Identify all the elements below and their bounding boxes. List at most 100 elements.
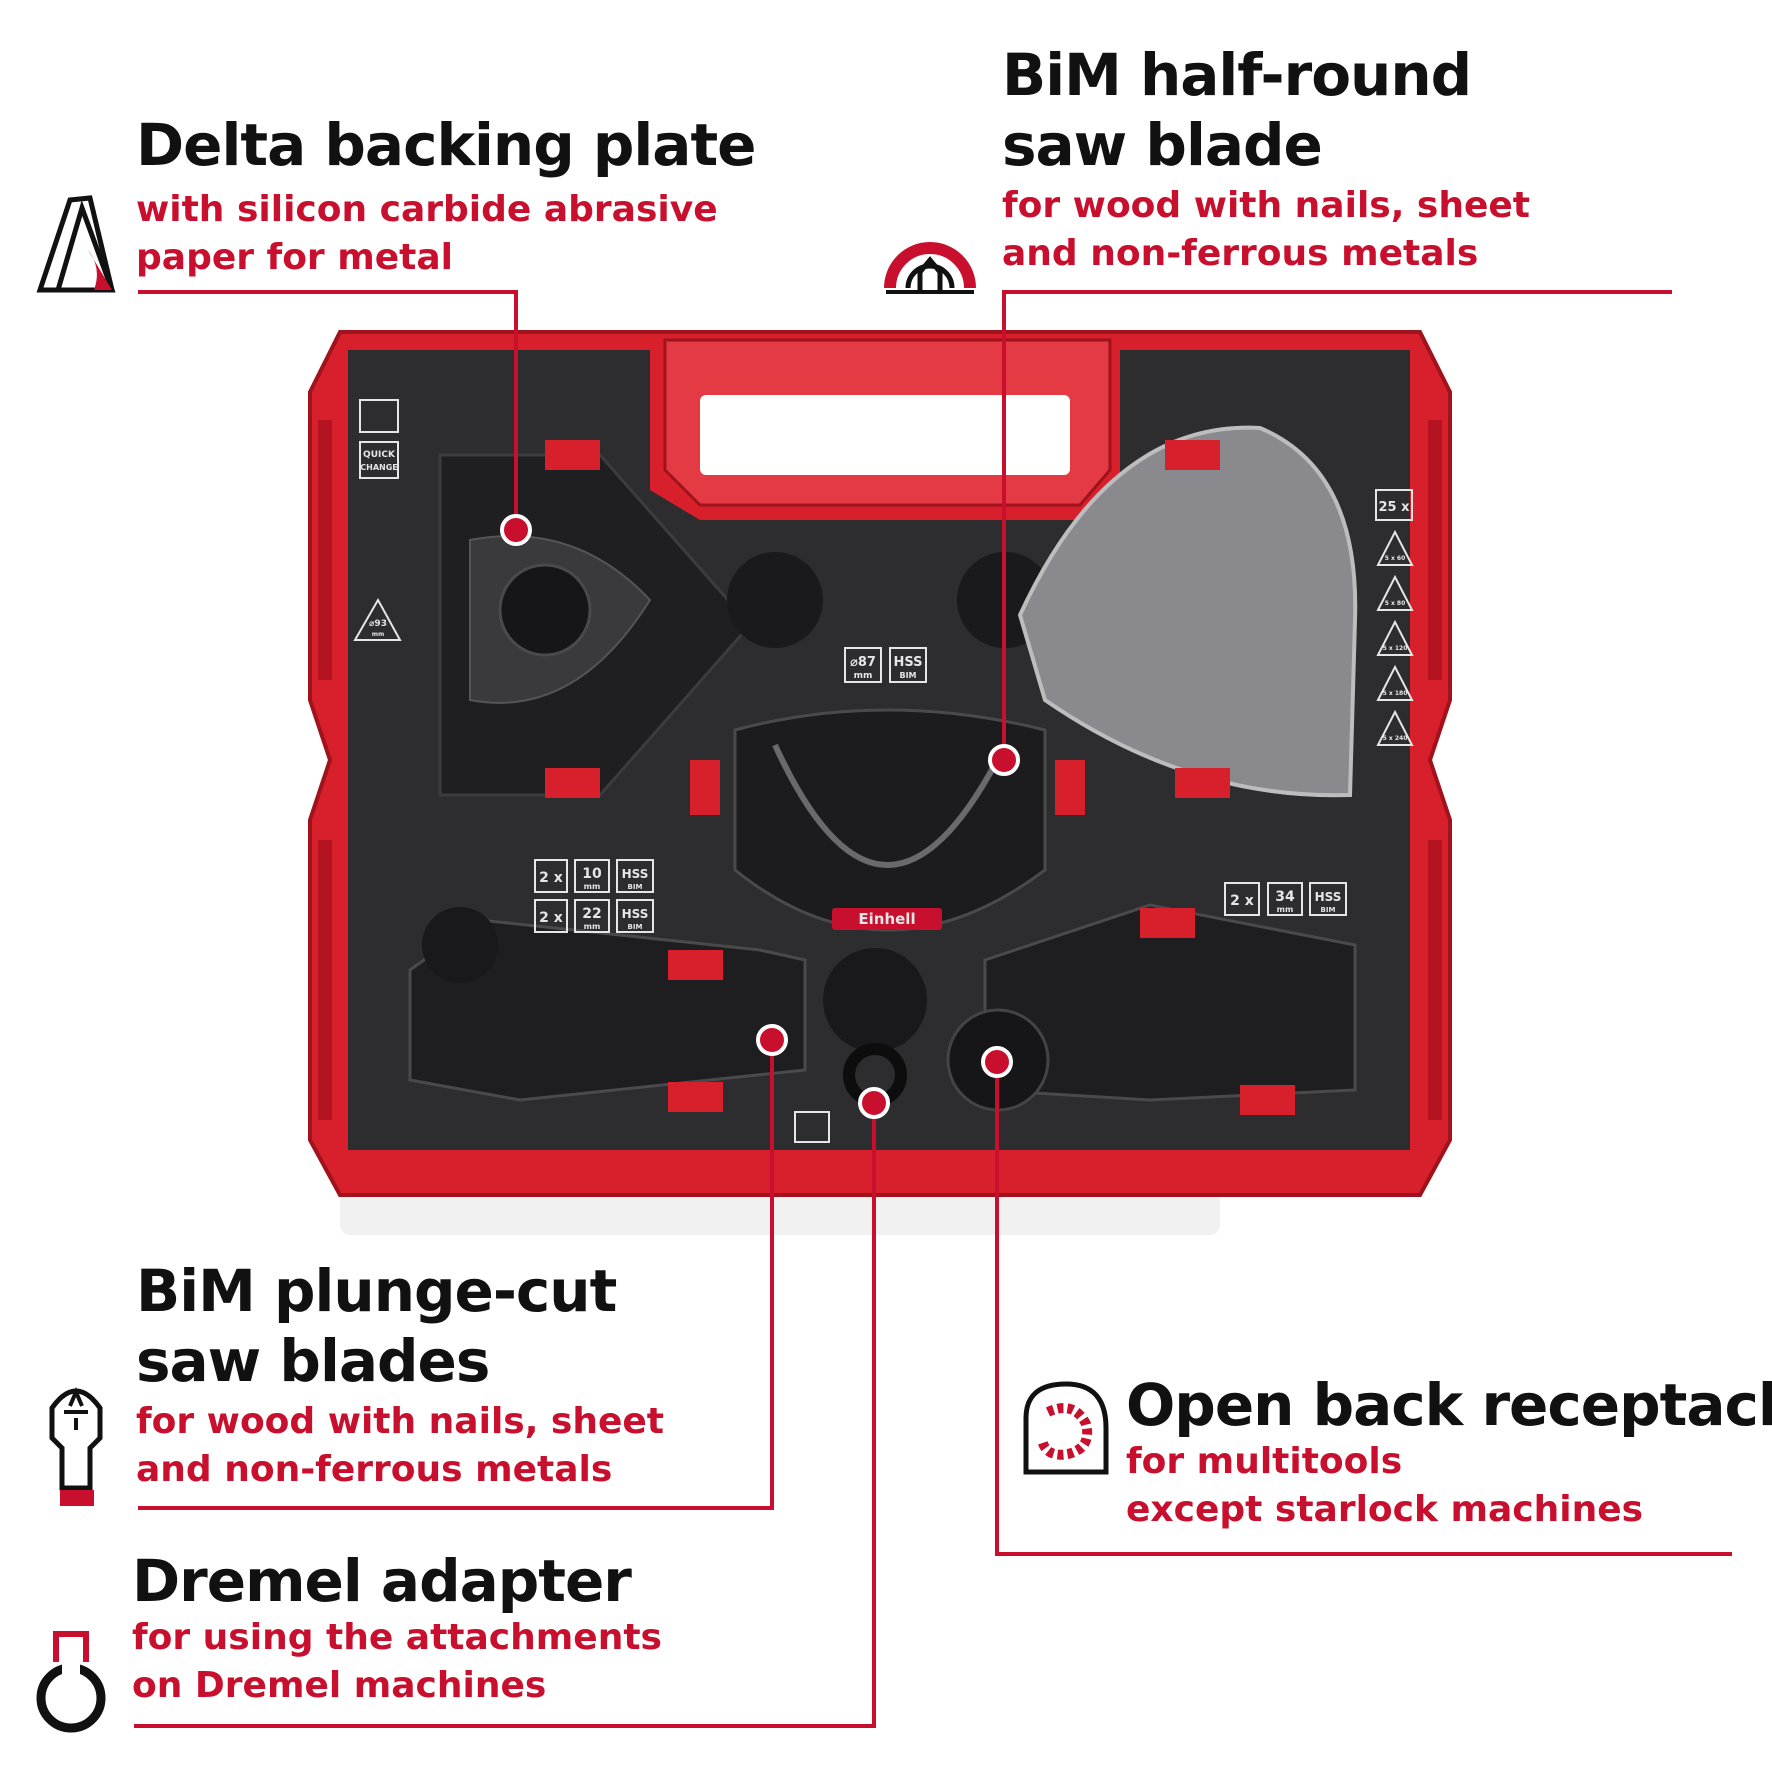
openback-line-1: for multitools (1126, 1441, 1403, 1482)
brand-label: Einhell (858, 910, 915, 928)
delta-title: Delta backing plate (136, 111, 757, 179)
red-clip (668, 950, 723, 980)
leader-dot-delta (500, 514, 532, 546)
hss-box (1309, 882, 1347, 916)
red-clip (545, 768, 600, 798)
halfround-line-1: for wood with nails, sheet (1002, 185, 1531, 226)
case-handle-grip (700, 395, 1070, 475)
width-10-label: 10 (582, 866, 602, 882)
qty-25-label: 25 x (1378, 500, 1410, 515)
red-clip (668, 1082, 723, 1112)
delta-pad-hub (498, 563, 592, 657)
width-22-label: 22 (582, 906, 601, 922)
hss-label: HSS (622, 867, 649, 881)
dremel-adapter-icon (36, 1631, 106, 1733)
width-34-box (1267, 882, 1303, 916)
dremel-title: Dremel adapter (132, 1547, 632, 1615)
plunge-line-1: for wood with nails, sheet (136, 1401, 665, 1442)
tool-icon-box (359, 399, 399, 433)
qty-25-box (1375, 489, 1413, 521)
grit-label: 5 x 180 (1383, 690, 1408, 697)
mm-label: mm (1277, 905, 1294, 914)
mm-label: mm (584, 882, 601, 891)
leader-dot-halfround (988, 744, 1020, 776)
plunge-blade-icon (49, 1386, 103, 1506)
leader-line-delta (138, 290, 518, 530)
grit-label: 5 x 60 (1385, 555, 1406, 562)
qty-2-box (1224, 882, 1260, 916)
red-clip (1165, 440, 1220, 470)
callout-delta: Delta backing plate with silicon carbide… (136, 110, 757, 282)
openback-line-2: except starlock machines (1126, 1489, 1644, 1530)
hss-label: HSS (622, 907, 649, 921)
red-clip (1240, 1085, 1295, 1115)
halfround-title-2: saw blade (1002, 111, 1323, 179)
grit-triangles (1376, 529, 1414, 746)
grit-label: 5 x 240 (1383, 735, 1408, 742)
hss-box (616, 899, 654, 933)
qty-2-box (534, 899, 568, 933)
leader-dot-openback (981, 1046, 1013, 1078)
openback-title: Open back receptacle (1126, 1371, 1772, 1439)
width-10-box (574, 859, 610, 893)
grit-label: 5 x 120 (1383, 645, 1408, 652)
pad-size-triangle (353, 597, 402, 641)
qty-2-label: 2 x (539, 910, 563, 926)
half-round-blade (733, 708, 1047, 932)
change-label: CHANGE (360, 463, 397, 472)
qty-2-label: 2 x (539, 870, 563, 886)
quick-change-box (359, 441, 399, 479)
red-clip (545, 440, 600, 470)
callout-openback: Open back receptacle for multitools exce… (1126, 1370, 1772, 1534)
hss-label: HSS (1315, 890, 1342, 904)
delta-line-1: with silicon carbide abrasive (136, 189, 718, 230)
quick-label: QUICK (363, 450, 396, 460)
hss-box (889, 647, 927, 683)
halfround-title-1: BiM half-round (1002, 41, 1472, 109)
delta-line-2: paper for metal (136, 237, 453, 278)
bim-label: BIM (628, 923, 643, 931)
callout-dremel: Dremel adapter for using the attachments… (132, 1546, 662, 1710)
tray-cutout (422, 907, 498, 983)
width-34-label: 34 (1275, 889, 1295, 905)
leader-dot-dremel (858, 1087, 890, 1119)
leader-line-openback (995, 1062, 1732, 1556)
red-clip (1055, 760, 1085, 815)
dremel-line-1: for using the attachments (132, 1617, 662, 1658)
hss-box (616, 859, 654, 893)
pad-size-label: ⌀93 (369, 619, 387, 629)
red-clip (1140, 908, 1195, 938)
brand-plate (832, 908, 942, 930)
blade-dia-label: ⌀87 (850, 655, 876, 670)
mm-label: mm (584, 922, 601, 931)
sandpaper-stack (1017, 425, 1358, 798)
callout-plunge: BiM plunge-cut saw blades for wood with … (136, 1256, 664, 1494)
half-round-blade-icon (884, 242, 976, 294)
dremel-line-2: on Dremel machines (132, 1665, 547, 1706)
half-round-blade-arc (772, 743, 1008, 868)
blade-dia-box (844, 647, 882, 683)
width-22-box (574, 899, 610, 933)
hss-label: HSS (893, 655, 922, 670)
adapter-cutout (823, 948, 927, 1052)
tray-cutout (727, 552, 823, 648)
case-ribs (318, 420, 1442, 1120)
qty-2-box (534, 859, 568, 893)
leader-line-halfround (1002, 290, 1672, 760)
case-reflection (340, 1190, 1220, 1235)
bim-label: BIM (1321, 906, 1336, 914)
mm-label: mm (854, 671, 873, 681)
red-clip (1175, 768, 1230, 798)
dremel-icon-box (794, 1111, 830, 1143)
halfround-line-2: and non-ferrous metals (1002, 233, 1479, 274)
plunge-title-1: BiM plunge-cut (136, 1257, 617, 1325)
plunge-title-2: saw blades (136, 1327, 490, 1395)
leader-line-plunge (138, 1040, 774, 1510)
open-back-receptacle-icon (1023, 1381, 1109, 1475)
leader-line-dremel (134, 1103, 876, 1728)
bim-label: BIM (899, 671, 916, 680)
qty-2-label: 2 x (1230, 893, 1254, 909)
pad-unit-label: mm (372, 631, 385, 638)
leader-dot-plunge (756, 1024, 788, 1056)
